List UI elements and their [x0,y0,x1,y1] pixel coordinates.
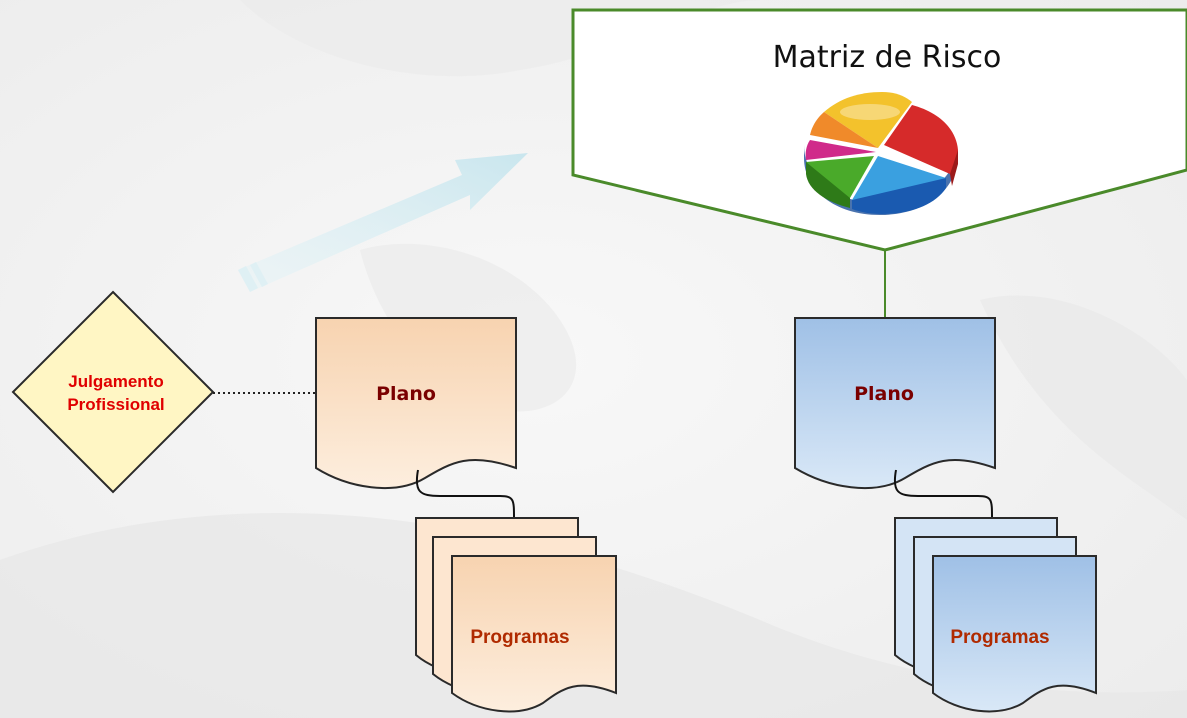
left-branch: Plano Programas [315,317,617,713]
pie-chart-3d-icon [804,92,958,215]
left-plan-document-shape [315,317,517,489]
professional-judgment-node: Julgamento Profissional [11,290,215,494]
judgment-label-line1: Julgamento [68,372,163,391]
judgment-diamond-shape [11,290,215,494]
right-plan-to-programs-connector [893,469,993,519]
left-programs-label: Programas [470,627,569,648]
faded-arrow-icon [238,153,528,292]
left-plan-to-programs-connector [415,469,515,519]
right-programs-doc-front [932,555,1097,713]
judgment-label-line2: Profissional [67,395,164,414]
left-plan-label: Plano [376,383,436,405]
left-programs-stack: Programas [415,517,617,713]
left-programs-doc-front [451,555,617,713]
right-plan-document-shape [794,317,996,489]
right-branch: Plano Programas [794,317,1097,713]
risk-matrix-title: Matriz de Risco [773,40,1002,75]
right-plan-label: Plano [854,383,914,405]
right-programs-label: Programas [950,627,1049,648]
risk-matrix-node: Matriz de Risco [571,8,1187,252]
right-programs-stack: Programas [894,517,1097,713]
